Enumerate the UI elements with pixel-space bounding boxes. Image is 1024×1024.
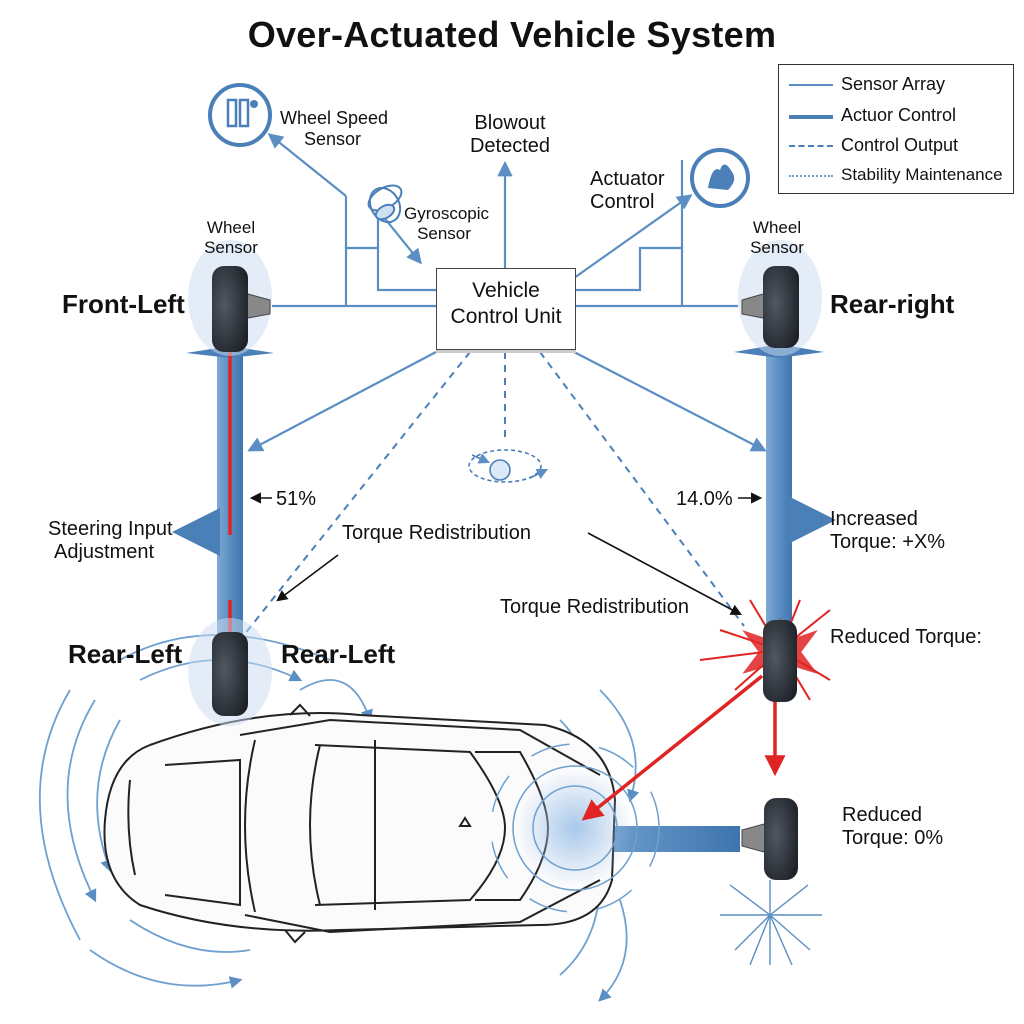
tire-bottom <box>741 798 798 880</box>
impact-glow <box>517 770 633 886</box>
torque-redistribution-label-1: Torque Redistribution <box>342 522 531 544</box>
front-left-label: Front-Left <box>62 289 185 319</box>
rear-left-label-a: Rear-Left <box>68 639 183 669</box>
vcu-label-line1: Vehicle <box>472 279 540 302</box>
wheel-speed-sensor-icon <box>208 83 272 147</box>
legend-label: Actuor Control <box>841 105 957 125</box>
reduced-torque-label: Reduced Torque: <box>830 626 982 648</box>
page-title: Over-Actuated Vehicle System <box>247 14 777 55</box>
blowout-detected-label: Blowout Detected <box>469 112 551 157</box>
legend-label: Control Output <box>841 135 959 155</box>
legend-item-sensor-array: Sensor Array <box>779 69 1013 99</box>
actuator-control-icon <box>690 148 750 208</box>
right-percentage: 14.0% <box>676 488 733 510</box>
legend-swatch <box>789 175 833 177</box>
vehicle-control-unit: Vehicle Control Unit <box>436 268 576 350</box>
tire-rear-right <box>738 240 822 356</box>
wheel-sensor-left-label: Wheel Sensor <box>204 218 258 257</box>
increased-torque-label: Increased Torque: +X% <box>830 508 946 553</box>
legend-label: Sensor Array <box>841 74 946 94</box>
legend-item-control-output: Control Output <box>779 130 1013 160</box>
actuator-control-label: Actuator Control <box>590 168 665 213</box>
vcu-label-line2: Control Unit <box>450 305 562 328</box>
legend-swatch <box>789 145 833 147</box>
sensor-wiring <box>247 133 767 452</box>
legend-item-actuator-control: Actuor Control <box>779 100 1013 130</box>
car-outline <box>103 703 617 944</box>
rear-right-label: Rear-right <box>830 289 955 319</box>
right-shaft <box>766 350 792 650</box>
legend-swatch <box>789 84 833 86</box>
tire-front-left <box>188 240 272 356</box>
legend-item-stability-maintenance: Stability Maintenance <box>779 160 1013 190</box>
stability-icon <box>720 880 822 966</box>
control-output-lines <box>239 351 745 641</box>
tire-rear-right-burst <box>763 620 797 702</box>
gyroscopic-sensor-label: Gyroscopic Sensor <box>404 204 490 243</box>
reduced-torque-zero-label: Reduced Torque: 0% <box>842 804 944 849</box>
steering-adjustment-label: Steering Input Adjustment <box>48 518 173 563</box>
rear-left-label-b: Rear-Left <box>281 639 396 669</box>
gyroscope-icon <box>367 184 403 224</box>
legend-swatch <box>789 115 833 119</box>
wheel-speed-sensor-label: Wheel Speed Sensor <box>280 108 389 149</box>
left-percentage: 51% <box>276 488 317 510</box>
legend: Sensor Array Actuor Control Control Outp… <box>778 64 1014 194</box>
annotation-arrows <box>249 492 763 616</box>
legend-label: Stability Maintenance <box>841 165 1003 184</box>
wheel-sensor-right-label: Wheel Sensor <box>750 218 804 257</box>
stability-center-icon <box>468 449 549 483</box>
torque-redistribution-label-2: Torque Redistribution <box>500 596 689 618</box>
stability-arcs <box>38 634 640 1002</box>
tire-rear-left <box>188 618 272 726</box>
